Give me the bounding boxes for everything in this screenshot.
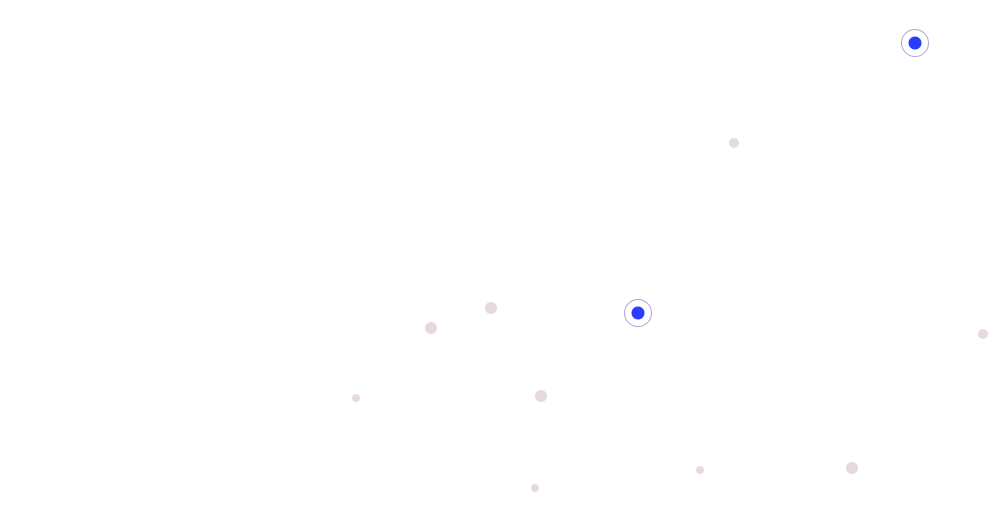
faint-dot: [425, 322, 437, 334]
faint-dot: [352, 394, 360, 402]
faint-dot: [531, 484, 539, 492]
faint-dot: [729, 138, 739, 148]
faint-dot: [978, 329, 988, 339]
faint-dot: [485, 302, 497, 314]
faint-dot: [846, 462, 858, 474]
marker-dot-icon: [908, 36, 922, 50]
location-marker[interactable]: [624, 299, 652, 327]
marker-dot-icon: [631, 306, 645, 320]
faint-dot: [696, 466, 704, 474]
faint-dot: [535, 390, 547, 402]
location-marker[interactable]: [901, 29, 929, 57]
